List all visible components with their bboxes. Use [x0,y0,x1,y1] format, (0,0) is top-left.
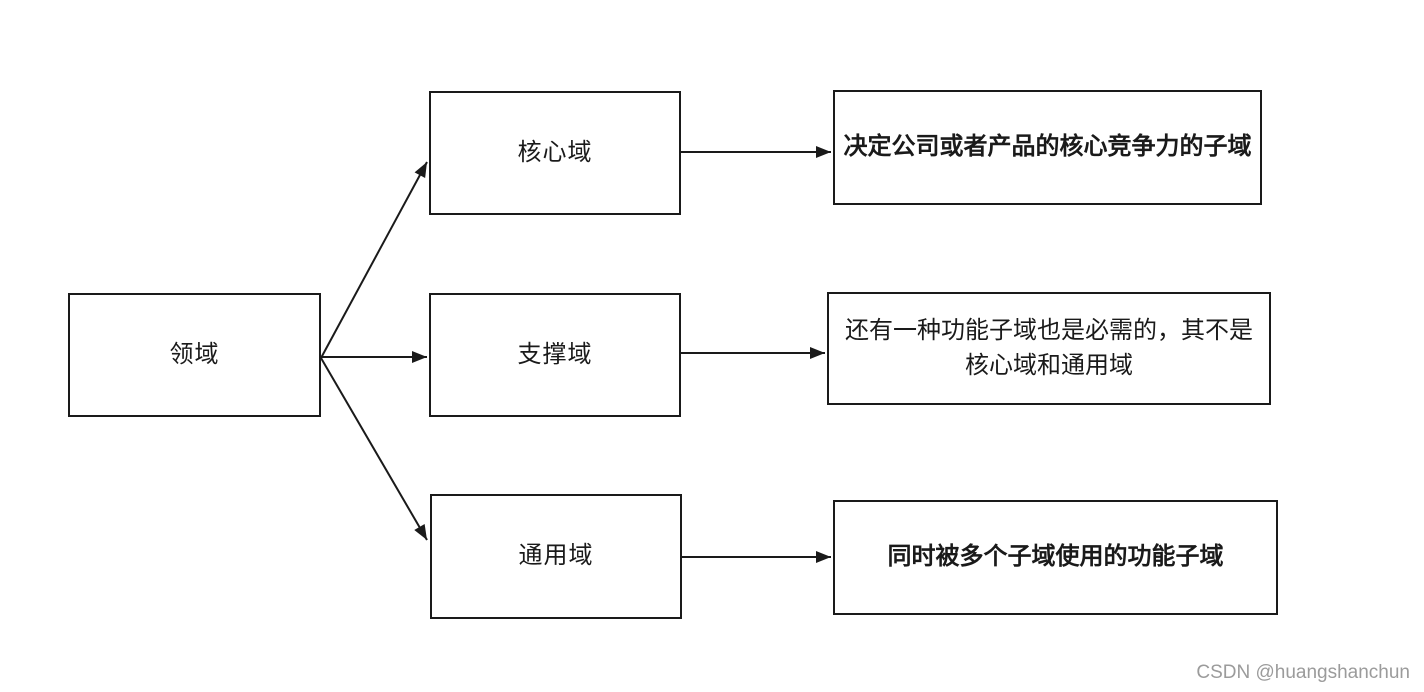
supporting-domain-description-text: 还有一种功能子域也是必需的，其不是核心域和通用域 [845,317,1253,379]
watermark: CSDN @huangshanchun [1196,662,1410,683]
node-core-domain: 核心域 [429,91,681,215]
node-generic-domain-label: 通用域 [518,542,594,570]
arrow-root-to-generic [320,357,428,541]
node-supporting-domain-description: 还有一种功能子域也是必需的，其不是核心域和通用域 [827,292,1271,405]
arrow-root-to-core [320,161,428,359]
node-domain-root-label: 领域 [169,340,220,368]
core-domain-description-text: 决定公司或者产品的核心竞争力的子域 [843,133,1252,161]
node-supporting-domain-label: 支撑域 [517,340,593,368]
node-generic-domain: 通用域 [430,494,682,619]
node-domain-root: 领域 [68,293,321,417]
node-core-domain-description: 决定公司或者产品的核心竞争力的子域 [833,90,1262,205]
node-generic-domain-description: 同时被多个子域使用的功能子域 [833,500,1278,615]
node-core-domain-label: 核心域 [517,138,593,166]
node-supporting-domain: 支撑域 [429,293,681,417]
generic-domain-description-text: 同时被多个子域使用的功能子域 [887,543,1224,571]
